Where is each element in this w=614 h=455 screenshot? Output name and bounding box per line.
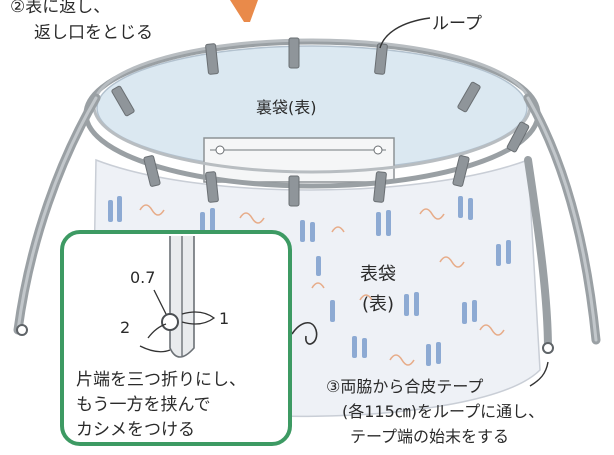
inset-instruction: 片端を三つ折りにし、もう一方を挟んでカシメをつける: [76, 368, 246, 443]
step3-line3: テープ端の始末をする: [350, 427, 510, 446]
tape-end-detail: [161, 236, 195, 358]
fabric-print: [108, 196, 511, 366]
outer-bag-line2: (表): [361, 294, 395, 315]
turn-arrow: [230, 0, 258, 22]
step2-instruction: ②表に返し、返し口をとじる: [10, 0, 153, 46]
outer-bag-label: 表袋 (表): [360, 260, 396, 320]
step2-line2: 返し口をとじる: [34, 23, 153, 43]
loop-label: ループ: [432, 14, 482, 34]
inset-line1: 片端を三つ折りにし、: [76, 370, 246, 390]
dimension-1: 1: [219, 309, 230, 328]
dimension-lines: [139, 289, 216, 353]
inset-line3: カシメをつける: [76, 420, 195, 440]
rivet-right: [542, 342, 554, 354]
outer-bag-line1: 表袋: [360, 264, 396, 285]
inset-line2: もう一方を挟んで: [76, 395, 211, 415]
inner-bag-label: 裏袋(表): [256, 98, 317, 117]
step2-line1: ②表に返し、: [10, 0, 111, 17]
step3-line1: ③両脇から合皮テープ: [326, 377, 484, 396]
handle-tapes: [13, 93, 601, 354]
step3-line2: (各115㎝)をループに通し、: [342, 402, 545, 421]
dimension-0-7: 0.7: [130, 268, 156, 287]
step3-leader: [529, 361, 549, 387]
rivet-left: [16, 324, 28, 336]
loop-leader: [379, 17, 431, 49]
return-opening: [203, 137, 395, 183]
dimension-2: 2: [120, 318, 131, 337]
rim-loops: [111, 37, 530, 207]
inset-leader: [291, 322, 318, 345]
step3-instruction: ③両脇から合皮テープ (各115㎝)をループに通し、テープ端の始末をする: [326, 374, 544, 449]
